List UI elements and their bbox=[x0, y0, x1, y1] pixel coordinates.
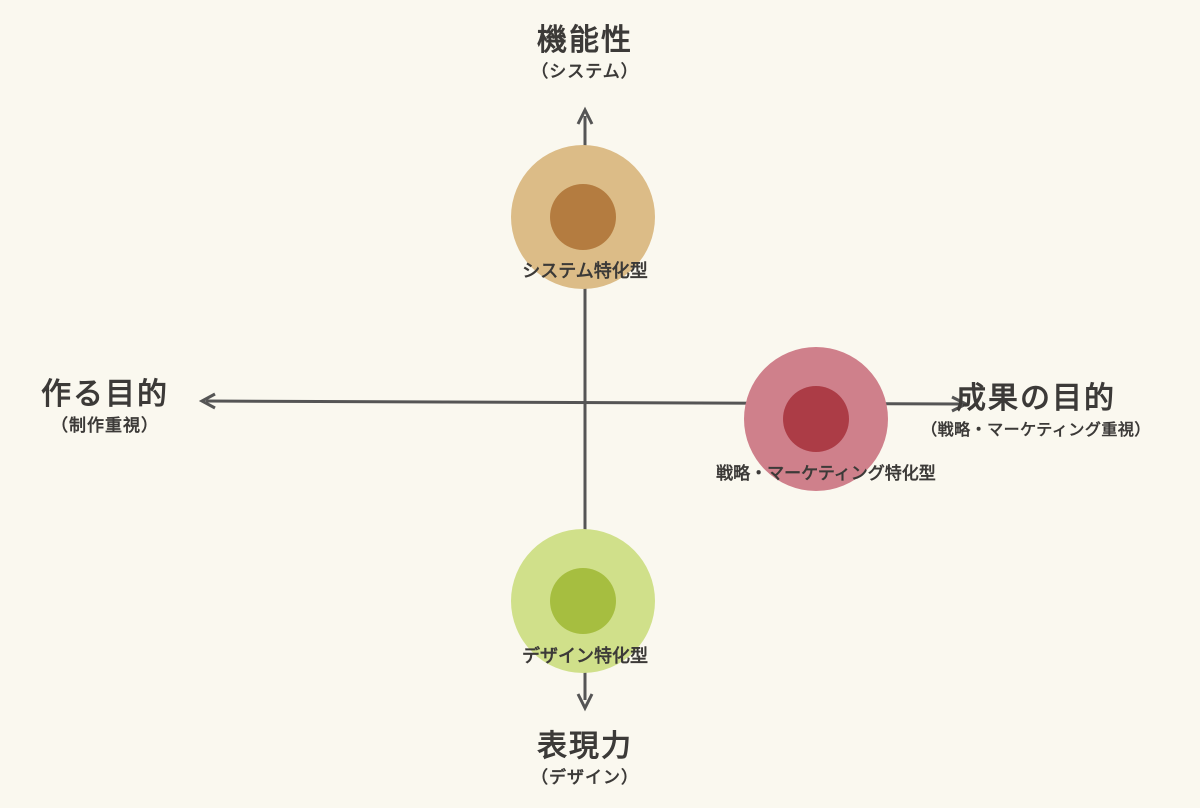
axis-arrow-right bbox=[951, 395, 970, 413]
axis-left-label: 作る目的 （制作重視） bbox=[20, 376, 190, 438]
axis-bottom-subtitle: （デザイン） bbox=[531, 768, 639, 788]
axis-top-label: 機能性 （システム） bbox=[485, 22, 685, 84]
axis-bottom-label: 表現力 （デザイン） bbox=[485, 728, 685, 790]
system-node-label: システム特化型 bbox=[522, 261, 648, 282]
strategy-node-label: 戦略・マーケティング特化型 bbox=[716, 464, 936, 484]
axis-top-title: 機能性 bbox=[537, 23, 633, 58]
axis-arrow-down bbox=[576, 693, 594, 712]
design-node-inner bbox=[550, 568, 616, 634]
axis-right-title: 成果の目的 bbox=[956, 381, 1116, 416]
axis-left-title: 作る目的 bbox=[41, 377, 169, 412]
axis-right-label: 成果の目的 （戦略・マーケティング重視） bbox=[880, 380, 1192, 442]
axis-left-subtitle: （制作重視） bbox=[51, 416, 159, 436]
system-node-inner bbox=[550, 184, 616, 250]
strategy-node-inner bbox=[783, 386, 849, 452]
axis-top-subtitle: （システム） bbox=[531, 62, 639, 82]
design-node-label: デザイン特化型 bbox=[522, 646, 648, 667]
axis-bottom-title: 表現力 bbox=[537, 729, 633, 764]
axis-arrow-left bbox=[198, 392, 216, 410]
axis-arrow-up bbox=[576, 106, 594, 125]
axis-right-subtitle: （戦略・マーケティング重視） bbox=[921, 420, 1151, 439]
